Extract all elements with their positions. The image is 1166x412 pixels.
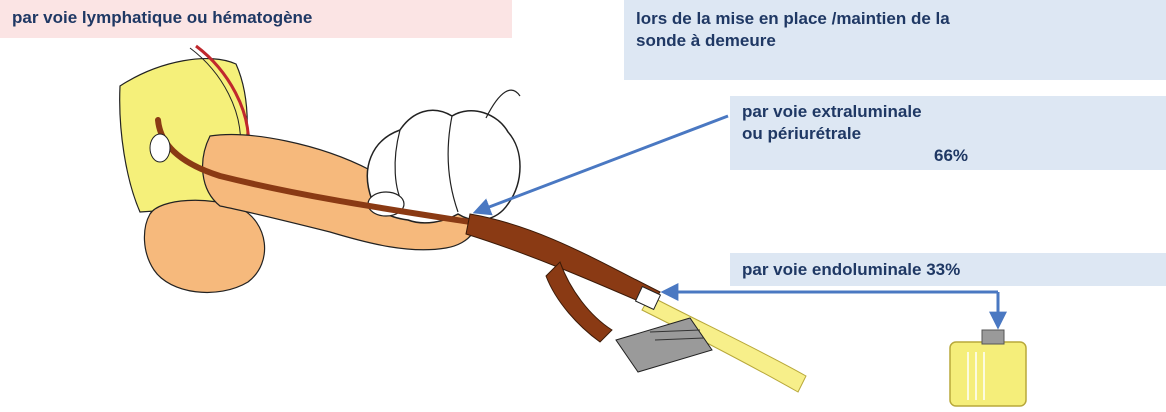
scrotum — [144, 200, 264, 292]
urine-bag — [950, 342, 1026, 406]
urine-bag-cap — [982, 330, 1004, 344]
